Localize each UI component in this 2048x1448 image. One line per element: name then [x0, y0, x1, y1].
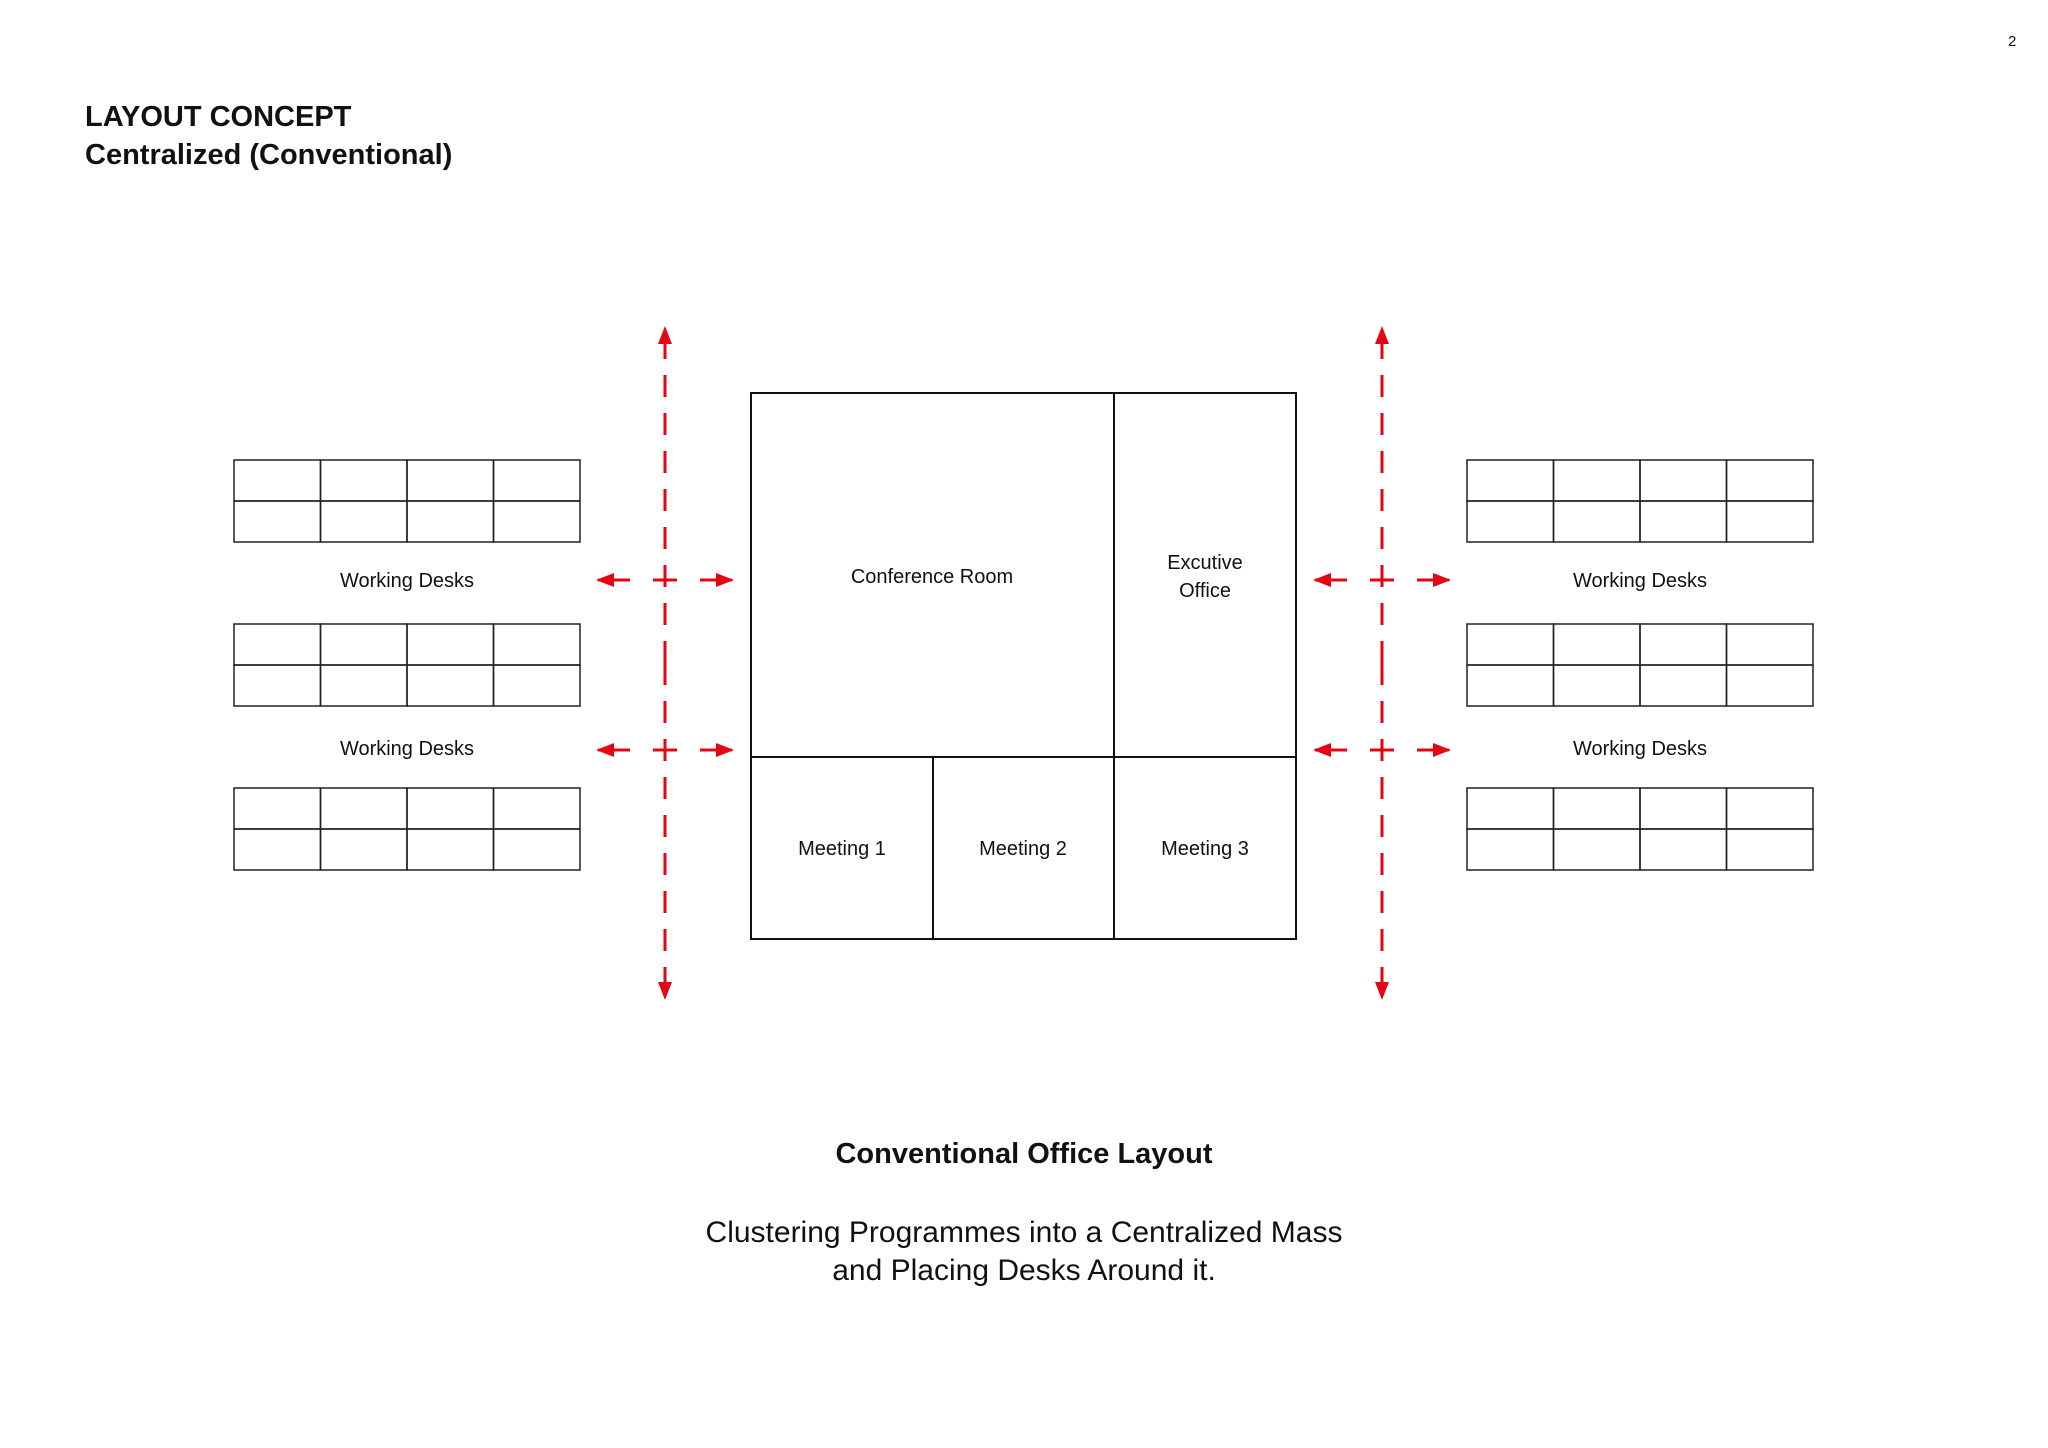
- desk: [1725, 664, 1814, 707]
- desk: [1552, 828, 1641, 871]
- desk: [1466, 787, 1555, 830]
- desk: [1725, 459, 1814, 502]
- desk: [1725, 500, 1814, 543]
- desk: [319, 500, 408, 543]
- meeting-1-label: Meeting 1: [798, 838, 886, 860]
- desk: [1552, 664, 1641, 707]
- desk: [233, 664, 322, 707]
- desk: [406, 828, 495, 871]
- desk: [1639, 623, 1728, 666]
- desk: [1552, 500, 1641, 543]
- desk-label-left-1: Working Desks: [340, 570, 474, 592]
- meeting-2-label: Meeting 2: [979, 838, 1067, 860]
- page-number: 2: [2008, 33, 2017, 50]
- desk: [492, 787, 581, 830]
- desk: [233, 623, 322, 666]
- meeting-3-label: Meeting 3: [1161, 838, 1249, 860]
- desk: [233, 500, 322, 543]
- desk: [1639, 500, 1728, 543]
- desk: [319, 623, 408, 666]
- desk: [1466, 828, 1555, 871]
- desk: [319, 828, 408, 871]
- desk: [1725, 828, 1814, 871]
- desk-label-left-2: Working Desks: [340, 738, 474, 760]
- desk: [1466, 664, 1555, 707]
- desk: [492, 664, 581, 707]
- desk: [233, 787, 322, 830]
- desk: [319, 459, 408, 502]
- desk: [406, 623, 495, 666]
- desk: [492, 623, 581, 666]
- desk: [1552, 787, 1641, 830]
- desk: [1639, 787, 1728, 830]
- desk: [233, 459, 322, 502]
- desk: [233, 828, 322, 871]
- central-mass-outline: [750, 392, 1297, 940]
- desk: [1466, 500, 1555, 543]
- desk: [1466, 623, 1555, 666]
- desk: [492, 828, 581, 871]
- desk: [1639, 828, 1728, 871]
- circulation-arrows: [596, 326, 1451, 1000]
- title-line-2: Centralized (Conventional): [85, 139, 453, 171]
- desk: [1725, 787, 1814, 830]
- desk: [1725, 623, 1814, 666]
- desk-label-right-2: Working Desks: [1573, 738, 1707, 760]
- desk-clusters: [233, 459, 1814, 871]
- desk-label-right-1: Working Desks: [1573, 570, 1707, 592]
- desk: [1552, 623, 1641, 666]
- title-line-1: LAYOUT CONCEPT: [85, 101, 352, 133]
- caption-line-1: Clustering Programmes into a Centralized…: [705, 1216, 1343, 1249]
- desk: [1639, 664, 1728, 707]
- desk: [319, 787, 408, 830]
- desk: [319, 664, 408, 707]
- executive-office-label-1: Excutive: [1167, 552, 1243, 574]
- caption-text: Clustering Programmes into a Centralized…: [0, 1214, 2048, 1290]
- executive-office-label-2: Office: [1179, 580, 1231, 602]
- central-block: [750, 392, 1297, 940]
- page-title: LAYOUT CONCEPT Centralized (Conventional…: [85, 98, 452, 174]
- desk: [406, 500, 495, 543]
- desk: [1466, 459, 1555, 502]
- desk: [492, 459, 581, 502]
- desk: [1552, 459, 1641, 502]
- desk: [406, 787, 495, 830]
- caption-line-2: and Placing Desks Around it.: [832, 1254, 1216, 1287]
- desk: [1639, 459, 1728, 502]
- desk: [492, 500, 581, 543]
- conference-room-label: Conference Room: [851, 566, 1013, 588]
- caption-title: Conventional Office Layout: [835, 1138, 1213, 1170]
- desk: [406, 459, 495, 502]
- desk: [406, 664, 495, 707]
